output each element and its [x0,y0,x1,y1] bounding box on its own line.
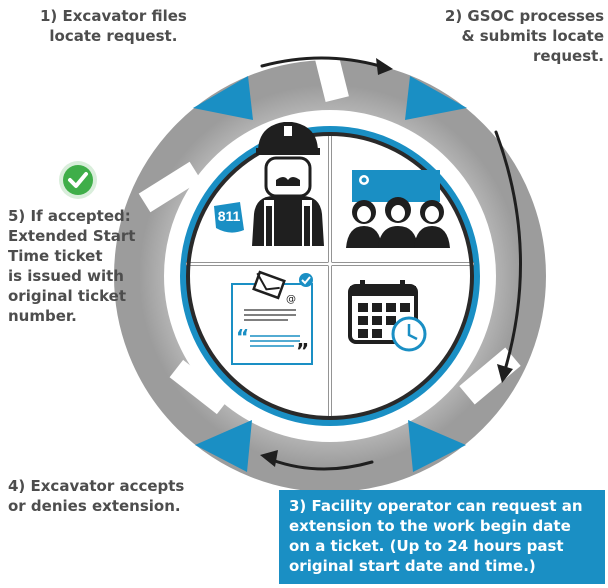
svg-text:811: 811 [218,208,241,224]
arrow-top [260,56,382,68]
triangle-bottom-right [408,420,466,472]
svg-text:“: “ [236,325,249,349]
blue-triangles [193,76,467,472]
triangle-top-left [193,76,253,120]
svg-text:@: @ [286,294,296,305]
svg-text:”: ” [296,339,309,363]
step-4-label: 4) Excavator accepts or denies extension… [8,477,185,515]
step-5-label: 5) If accepted: Extended Start Time tick… [8,207,136,325]
direction-arrows [260,56,523,471]
calendar-clock-icon [348,280,427,352]
email-document-icon: @ “ ” [231,270,313,365]
ring-gaps [138,37,521,415]
green-checkmark-icon [59,161,97,199]
step-1-label: 1) Excavator files locate request. [40,7,187,45]
triangle-bottom-left [195,420,252,472]
triangle-top-right [405,76,467,120]
arrow-bottom [270,458,374,471]
excavator-worker-811-icon: 811 [214,122,324,246]
call-center-agents-icon [346,170,450,248]
step-2-label: 2) GSOC processes & submits locate reque… [444,7,604,65]
arrow-right [494,130,523,372]
step-3-callout: 3) Facility operator can request an exte… [279,490,605,584]
